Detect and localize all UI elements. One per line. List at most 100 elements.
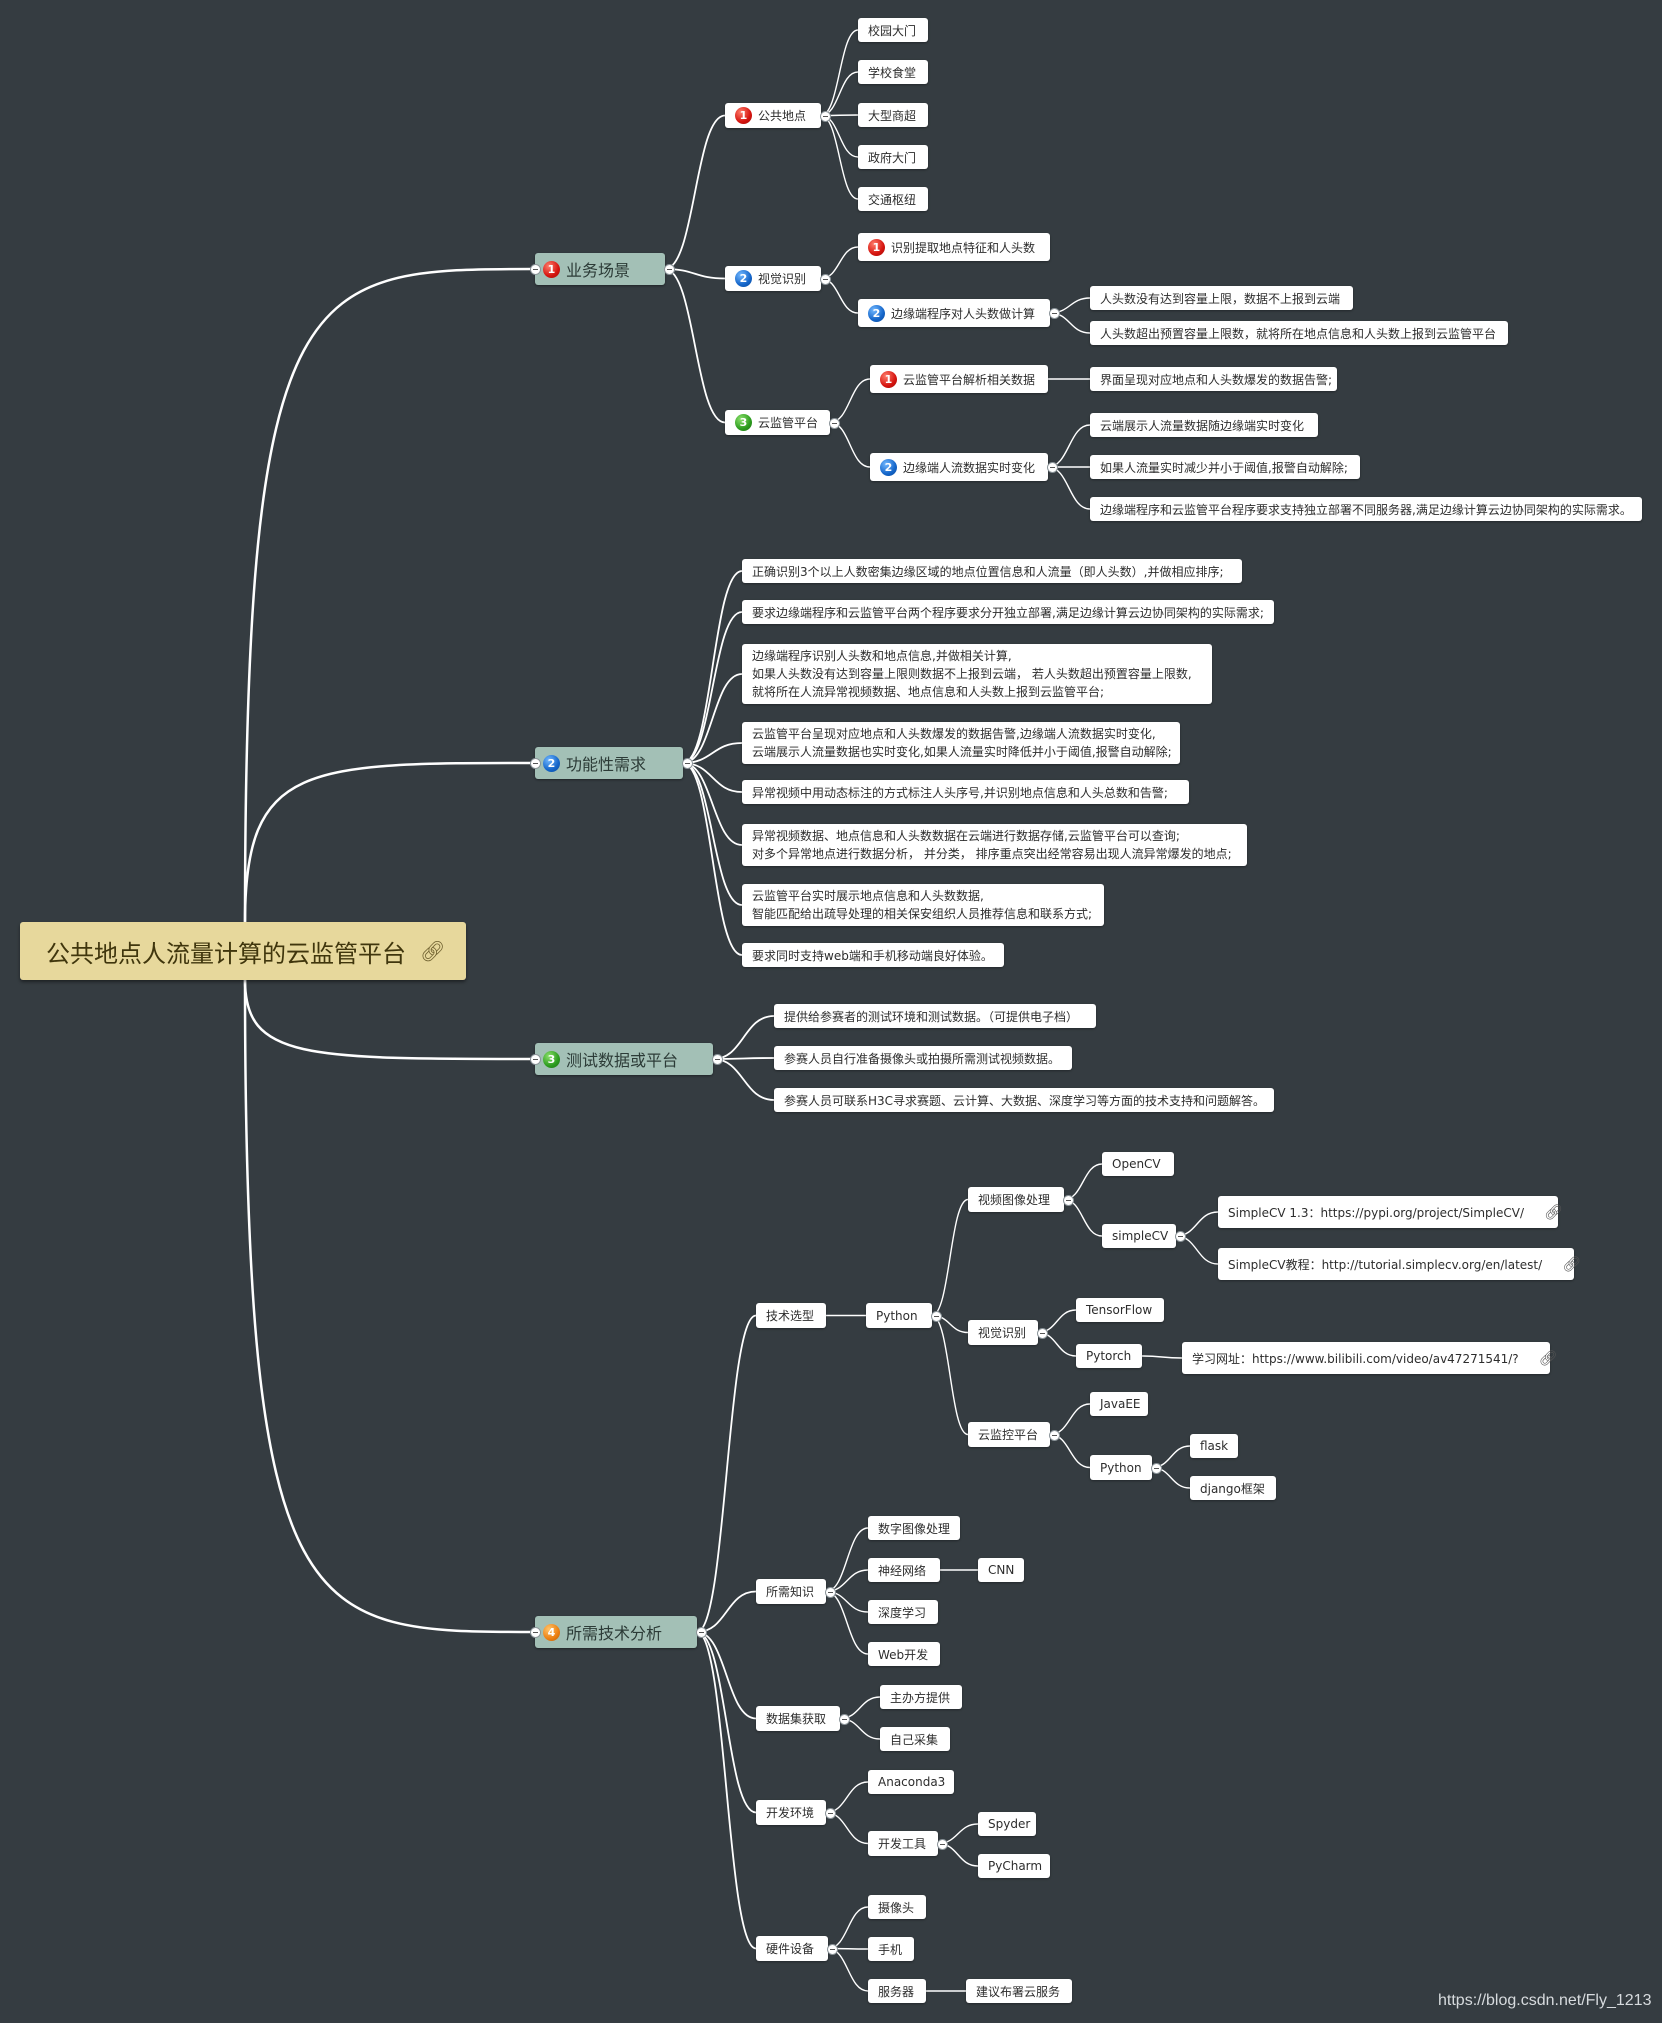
node-simplecv[interactable]: simpleCV [1102, 1224, 1176, 1248]
node-visual-recognition[interactable]: 2 视觉识别 [725, 266, 821, 291]
collapse-toggle[interactable] [530, 1054, 541, 1065]
branch-test-data[interactable]: 3 测试数据或平台 [535, 1043, 713, 1075]
collapse-toggle[interactable] [1175, 1231, 1186, 1242]
list-item[interactable]: 摄像头 [868, 1895, 926, 1919]
node-django[interactable]: django框架 [1190, 1476, 1276, 1500]
list-item[interactable]: 人头数没有达到容量上限，数据不上报到云端 [1090, 286, 1353, 310]
list-item[interactable]: 如果人流量实时减少并小于阈值,报警自动解除; [1090, 455, 1360, 479]
list-item[interactable]: 边缘端程序识别人头数和地点信息,并做相关计算, 如果人头数没有达到容量上限则数据… [742, 644, 1212, 704]
collapse-toggle[interactable] [839, 1713, 850, 1725]
collapse-toggle[interactable] [530, 758, 541, 769]
link-bilibili[interactable]: 学习网址：https://www.bilibili.com/video/av47… [1182, 1342, 1558, 1374]
collapse-toggle[interactable] [829, 417, 840, 429]
list-item[interactable]: 服务器 [868, 1979, 926, 2003]
list-item[interactable]: 云端展示人流量数据随边缘端实时变化 [1090, 413, 1318, 437]
collapse-toggle[interactable] [696, 1627, 707, 1638]
node-dev-environment[interactable]: 开发环境 [756, 1800, 826, 1825]
node-realtime-change[interactable]: 2 边缘端人流数据实时变化 [870, 453, 1048, 481]
collapse-toggle[interactable] [820, 110, 831, 122]
collapse-toggle[interactable] [1151, 1462, 1162, 1474]
list-item[interactable]: 神经网络 [868, 1558, 940, 1582]
node-dev-tools[interactable]: 开发工具 [868, 1831, 938, 1856]
node-hardware[interactable]: 硬件设备 [756, 1936, 828, 1961]
node-cloud-monitor[interactable]: 云监控平台 [968, 1422, 1050, 1447]
list-item[interactable]: 云监管平台呈现对应地点和人头数爆发的数据告警,边缘端人流数据实时变化, 云端展示… [742, 722, 1180, 764]
node-video-processing[interactable]: 视频图像处理 [968, 1187, 1064, 1212]
node-opencv[interactable]: OpenCV [1102, 1152, 1174, 1176]
list-item[interactable]: 数字图像处理 [868, 1516, 960, 1540]
node-required-knowledge[interactable]: 所需知识 [756, 1579, 826, 1604]
link-icon[interactable]: 🔗︎ [420, 939, 446, 963]
list-item[interactable]: 界面呈现对应地点和人头数爆发的数据告警; [1090, 367, 1337, 391]
list-item[interactable]: 云监管平台实时展示地点信息和人头数数据, 智能匹配给出疏导处理的相关保安组织人员… [742, 884, 1104, 926]
collapse-toggle[interactable] [1049, 1429, 1060, 1441]
node-javaee[interactable]: JavaEE [1090, 1392, 1148, 1416]
list-item[interactable]: 边缘端程序和云监管平台程序要求支持独立部署不同服务器,满足边缘计算云边协同架构的… [1090, 497, 1642, 521]
list-item[interactable]: 自己采集 [880, 1727, 950, 1751]
link-icon[interactable]: 🔗︎ [1562, 1255, 1582, 1273]
collapse-toggle[interactable] [825, 1586, 836, 1598]
collapse-toggle[interactable] [530, 264, 541, 275]
collapse-toggle[interactable] [1037, 1327, 1048, 1339]
root-topic[interactable]: 公共地点人流量计算的云监管平台 🔗︎ [20, 922, 466, 980]
collapse-toggle[interactable] [1063, 1194, 1074, 1206]
list-item[interactable]: 深度学习 [868, 1600, 938, 1624]
node-python[interactable]: Python [866, 1303, 932, 1328]
collapse-toggle[interactable] [825, 1807, 836, 1819]
branch-functional-requirements[interactable]: 2 功能性需求 [535, 747, 683, 779]
collapse-toggle[interactable] [827, 1943, 838, 1955]
list-item[interactable]: 正确识别3个以上人数密集边缘区域的地点位置信息和人流量（即人头数）,并做相应排序… [742, 559, 1242, 583]
list-item[interactable]: 大型商超 [858, 103, 928, 127]
node-tech-selection[interactable]: 技术选型 [756, 1303, 826, 1328]
list-item[interactable]: 交通枢纽 [858, 187, 928, 211]
node-tensorflow[interactable]: TensorFlow [1076, 1298, 1164, 1322]
node-flask[interactable]: flask [1190, 1434, 1238, 1458]
node-dataset[interactable]: 数据集获取 [756, 1706, 840, 1731]
list-item[interactable]: 人头数超出预置容量上限数，就将所在地点信息和人头数上报到云监管平台 [1090, 321, 1508, 345]
list-item[interactable]: 参赛人员可联系H3C寻求赛题、云计算、大数据、深度学习等方面的技术支持和问题解答… [774, 1088, 1274, 1112]
list-item[interactable]: Spyder [978, 1812, 1036, 1836]
node-visual-recognition[interactable]: 视觉识别 [968, 1320, 1038, 1345]
list-item[interactable]: 要求同时支持web端和手机移动端良好体验。 [742, 943, 1004, 967]
list-item[interactable]: 异常视频数据、地点信息和人头数数据在云端进行数据存储,云监管平台可以查询; 对多… [742, 824, 1247, 866]
link-icon[interactable]: 🔗︎ [1543, 1203, 1564, 1221]
link-icon[interactable]: 🔗︎ [1538, 1349, 1558, 1367]
collapse-toggle[interactable] [1049, 308, 1060, 319]
list-item[interactable]: 要求边缘端程序和云监管平台两个程序要求分开独立部署,满足边缘计算云边协同架构的实… [742, 600, 1274, 624]
list-item[interactable]: 提供给参赛者的测试环境和测试数据。（可提供电子档） [774, 1004, 1096, 1028]
link-simplecv-pypi[interactable]: SimpleCV 1.3：https://pypi.org/project/Si… [1218, 1196, 1563, 1228]
list-item[interactable]: Web开发 [868, 1642, 940, 1666]
list-item[interactable]: 校园大门 [858, 18, 928, 42]
list-item[interactable]: PyCharm [978, 1854, 1050, 1878]
collapse-toggle[interactable] [712, 1054, 723, 1065]
branch-tech-analysis[interactable]: 4 所需技术分析 [535, 1616, 697, 1648]
node-parse-data[interactable]: 1 云监管平台解析相关数据 [870, 365, 1048, 393]
list-item[interactable]: 异常视频中用动态标注的方式标注人头序号,并识别地点信息和人头总数和告警; [742, 780, 1189, 804]
collapse-toggle[interactable] [937, 1838, 948, 1850]
link-simplecv-tutorial[interactable]: SimpleCV教程：http://tutorial.simplecv.org/… [1218, 1248, 1581, 1280]
node-cloud-platform[interactable]: 3 云监管平台 [725, 410, 830, 435]
node-cnn[interactable]: CNN [978, 1558, 1024, 1582]
list-item[interactable]: 主办方提供 [880, 1685, 962, 1709]
branch-business-scene[interactable]: 1 业务场景 [535, 253, 665, 285]
collapse-toggle[interactable] [931, 1310, 942, 1322]
list-item[interactable]: 手机 [868, 1937, 914, 1961]
priority-3-icon: 3 [735, 414, 752, 431]
collapse-toggle[interactable] [820, 273, 831, 285]
collapse-toggle[interactable] [664, 264, 675, 275]
priority-1-icon: 1 [735, 107, 752, 124]
node-public-places[interactable]: 1 公共地点 [725, 103, 821, 128]
node-anaconda[interactable]: Anaconda3 [868, 1770, 954, 1794]
node-edge-compute[interactable]: 2 边缘端程序对人头数做计算 [858, 299, 1050, 327]
list-item[interactable]: 政府大门 [858, 145, 928, 169]
node-python[interactable]: Python [1090, 1455, 1152, 1480]
node-extract-features[interactable]: 1 识别提取地点特征和人头数 [858, 233, 1050, 261]
collapse-toggle[interactable] [530, 1627, 541, 1638]
list-item[interactable]: 学校食堂 [858, 60, 928, 84]
list-item[interactable]: 参赛人员自行准备摄像头或拍摄所需测试视频数据。 [774, 1046, 1072, 1070]
node-pytorch[interactable]: Pytorch [1076, 1344, 1142, 1368]
priority-2-icon: 2 [543, 754, 560, 772]
node-cloud-service[interactable]: 建议布署云服务 [966, 1979, 1072, 2003]
collapse-toggle[interactable] [682, 758, 693, 769]
collapse-toggle[interactable] [1047, 462, 1058, 473]
